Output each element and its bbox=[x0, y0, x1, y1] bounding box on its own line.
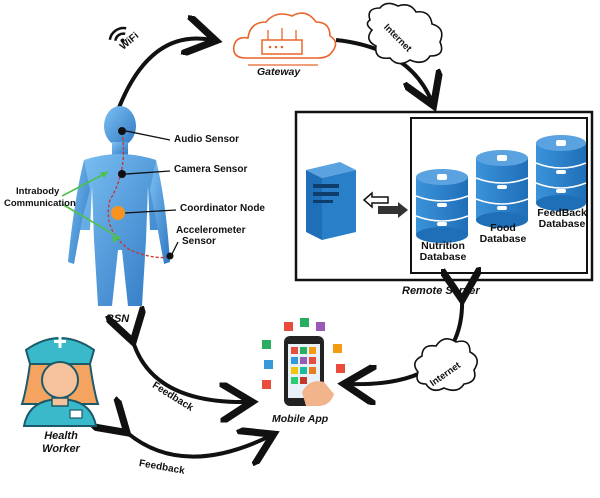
accelerometer-sensor-dot bbox=[166, 252, 174, 260]
wifi-icon bbox=[108, 26, 127, 43]
coordinator-node-label: Coordinator Node bbox=[180, 203, 265, 214]
camera-sensor-dot bbox=[118, 170, 126, 178]
mobile-app-label: Mobile App bbox=[272, 413, 329, 425]
nutrition-database-label-line2: Database bbox=[419, 251, 467, 263]
nutrition-database-label-line1: Nutrition bbox=[421, 240, 465, 252]
health-worker-label-line2: Worker bbox=[42, 443, 80, 455]
bsn-mobile-feedback-arrow bbox=[132, 338, 248, 402]
nutrition-database-icon bbox=[415, 169, 469, 243]
worker-mobile-feedback-arrow bbox=[124, 430, 270, 457]
wifi-arrow bbox=[116, 38, 212, 111]
bsn-label: BSN bbox=[106, 313, 130, 325]
intrabody-arrow-2 bbox=[61, 203, 121, 239]
food-database-icon bbox=[475, 150, 529, 228]
coordinator-pointer bbox=[124, 209, 177, 214]
server-tower-icon bbox=[306, 162, 356, 240]
coordinator-node bbox=[111, 206, 125, 220]
internet-cloud-top-icon bbox=[366, 2, 443, 65]
mobile-app-icon bbox=[262, 318, 345, 406]
accelerometer-pointer bbox=[171, 241, 179, 255]
food-database-label-line1: Food bbox=[490, 222, 516, 234]
feedback-database-icon bbox=[535, 135, 587, 211]
audio-sensor-dot bbox=[118, 127, 126, 135]
camera-sensor-label: Camera Sensor bbox=[174, 164, 248, 175]
internet-cloud-bottom-icon bbox=[414, 338, 478, 392]
feedback-database-label: FeedBack Database bbox=[533, 208, 591, 230]
sync-arrows-icon bbox=[362, 191, 408, 218]
human-body-figure bbox=[68, 106, 170, 306]
camera-pointer bbox=[125, 170, 171, 175]
food-database-label: Food Database bbox=[474, 223, 532, 245]
gateway-cloud-icon bbox=[232, 12, 337, 66]
intrabody-arrow-1 bbox=[61, 171, 109, 197]
feedback-database-label-line1: FeedBack bbox=[537, 207, 587, 219]
accelerometer-label-line1: Accelerometer bbox=[176, 225, 246, 236]
health-worker-label: Health Worker bbox=[32, 430, 90, 456]
gateway-label: Gateway bbox=[257, 66, 301, 78]
health-worker-label-line1: Health bbox=[44, 430, 78, 442]
health-worker-avatar bbox=[20, 336, 100, 427]
audio-pointer bbox=[125, 130, 171, 141]
nerve-line bbox=[107, 131, 175, 259]
accelerometer-label-line2: Sensor bbox=[182, 236, 216, 247]
nutrition-database-label: Nutrition Database bbox=[414, 241, 472, 263]
food-database-label-line2: Database bbox=[479, 233, 527, 245]
intrabody-label-line2: Communication bbox=[4, 198, 76, 209]
intrabody-label-line1: Intrabody bbox=[16, 186, 60, 197]
remote-server-title: Remote Server bbox=[402, 285, 480, 297]
feedback-database-label-line2: Database bbox=[538, 218, 586, 230]
audio-sensor-label: Audio Sensor bbox=[174, 134, 240, 145]
